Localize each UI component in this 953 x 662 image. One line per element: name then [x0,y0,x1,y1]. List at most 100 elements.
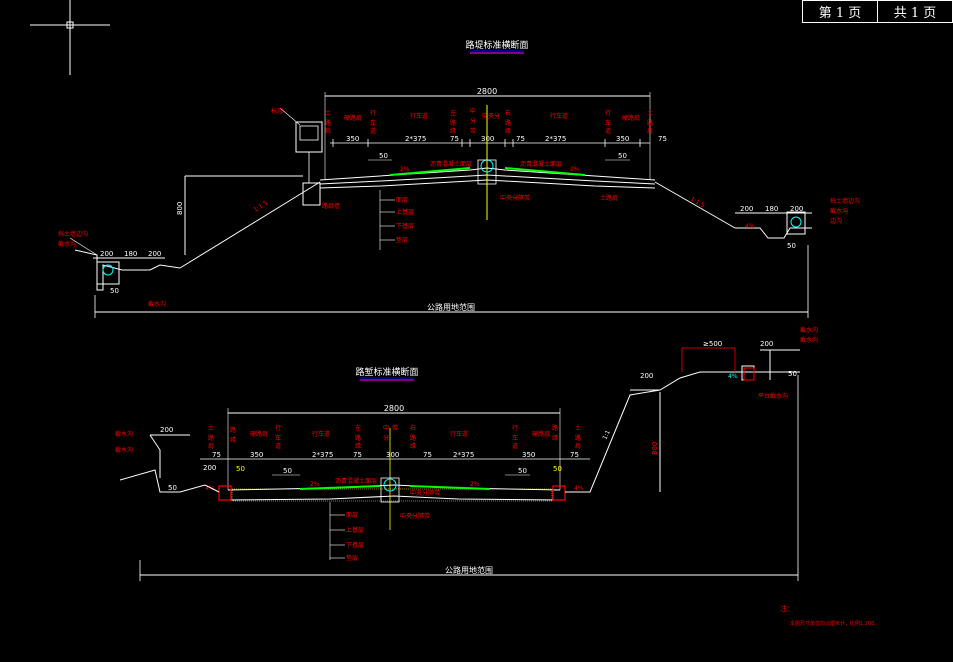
svg-text:200: 200 [640,372,653,380]
svg-text:缘: 缘 [552,434,558,442]
svg-text:车: 车 [512,434,518,442]
top-title: 路堤标准横断面 [465,39,528,51]
bottom-width-total: 2800 [384,404,404,413]
top-slope-right: 1:1.5 [689,196,706,210]
svg-text:路: 路 [450,119,456,127]
svg-text:硬路肩: 硬路肩 [344,114,362,122]
svg-text:路: 路 [410,434,416,442]
svg-text:200: 200 [160,426,173,434]
svg-text:中央分隔带: 中央分隔带 [410,489,440,497]
svg-text:200: 200 [148,250,161,258]
svg-text:肩: 肩 [647,127,653,135]
top-land-label: 公路用地范围 [427,302,475,312]
svg-text:路: 路 [230,426,236,434]
svg-text:4%: 4% [745,223,755,230]
svg-text:中央分: 中央分 [482,112,500,120]
svg-text:右: 右 [410,424,416,432]
svg-text:2*375: 2*375 [405,135,426,143]
note-line: 本图尺寸单位均以厘米计，比例1:200。 [790,620,879,627]
svg-text:行: 行 [512,424,518,432]
svg-text:50: 50 [283,467,292,475]
svg-text:行车道: 行车道 [550,112,568,120]
svg-text:200: 200 [760,340,773,348]
svg-text:车: 车 [275,434,281,442]
bottom-title: 路堑标准横断面 [355,366,418,378]
svg-text:缘: 缘 [505,127,511,135]
svg-text:缘: 缘 [355,442,361,450]
svg-text:75: 75 [212,451,221,459]
svg-text:200: 200 [740,205,753,213]
svg-text:2%: 2% [400,166,410,173]
svg-text:土: 土 [208,424,214,432]
bottom-land-label: 公路用地范围 [445,565,493,575]
svg-text:路: 路 [505,119,511,127]
svg-text:左: 左 [355,424,361,432]
svg-text:道: 道 [605,127,611,135]
svg-text:硬路肩: 硬路肩 [250,430,268,438]
svg-text:硬路肩: 硬路肩 [622,114,640,122]
svg-text:截水沟: 截水沟 [115,446,133,454]
svg-text:路: 路 [575,434,581,442]
svg-text:缘: 缘 [410,442,416,450]
svg-text:挡土墙边沟: 挡土墙边沟 [58,230,88,238]
svg-text:截水沟: 截水沟 [115,430,133,438]
svg-text:分: 分 [470,117,476,125]
svg-text:2%: 2% [570,166,580,173]
bottom-slope: 1:1 [601,429,612,441]
svg-text:2%: 2% [310,481,320,488]
bottom-section: 路堑标准横断面 2800 土路肩 路缘 硬路肩 行车道 行车道 左路缘 中分带 … [115,326,818,581]
svg-text:路肩墙: 路肩墙 [322,202,340,210]
svg-text:≥500: ≥500 [703,340,722,348]
svg-text:垫层: 垫层 [346,554,358,562]
svg-text:截水沟: 截水沟 [58,240,76,248]
svg-text:沥青混凝土面层: 沥青混凝土面层 [520,160,562,168]
svg-text:标志: 标志 [271,107,283,115]
svg-text:道: 道 [275,442,281,450]
top-red-labels: 土路肩 硬路肩 行车道 行车道 左路缘 中分带 中央分 右路缘 行车道 行车道 … [325,107,653,135]
svg-text:上基层: 上基层 [346,526,364,534]
svg-text:200: 200 [203,464,216,472]
svg-text:180: 180 [124,250,137,258]
svg-text:50: 50 [553,465,562,473]
note: 注： 本图尺寸单位均以厘米计，比例1:200。 [780,604,879,627]
crosshair-cursor-icon [30,0,110,75]
svg-text:4%: 4% [574,485,584,492]
svg-text:截水沟: 截水沟 [830,207,848,215]
svg-text:50: 50 [618,152,627,160]
page-number-box: 第 1 页 共 1 页 [802,0,953,23]
svg-text:截水沟: 截水沟 [148,300,166,308]
svg-text:350: 350 [250,451,263,459]
svg-text:行: 行 [275,424,281,432]
svg-text:垫层: 垫层 [396,236,408,244]
svg-text:左: 左 [450,109,456,117]
svg-text:缘: 缘 [230,436,236,444]
svg-text:沥青混凝土面层: 沥青混凝土面层 [430,160,472,168]
top-dims: 350 2*375 75 300 75 2*375 350 75 50 50 [346,135,667,160]
svg-text:路: 路 [208,434,214,442]
page-current: 第 1 页 [818,6,862,21]
svg-text:肩: 肩 [325,127,331,135]
svg-text:300: 300 [481,135,494,143]
svg-text:土: 土 [647,109,653,117]
svg-text:行: 行 [605,109,611,117]
top-left-ditch [74,249,181,291]
svg-text:4%: 4% [728,373,738,380]
svg-text:截水沟: 截水沟 [800,326,818,334]
svg-text:350: 350 [346,135,359,143]
svg-text:车: 车 [605,119,611,127]
svg-text:硬路肩: 硬路肩 [532,430,550,438]
svg-text:道: 道 [370,127,376,135]
svg-text:边沟: 边沟 [830,217,842,225]
svg-text:车: 车 [370,119,376,127]
svg-text:分: 分 [383,434,389,442]
svg-text:2*375: 2*375 [453,451,474,459]
svg-text:中: 中 [383,424,389,432]
svg-text:2*375: 2*375 [545,135,566,143]
svg-text:沥青混凝土面层: 沥青混凝土面层 [335,477,377,485]
top-width-total: 2800 [477,87,497,96]
svg-text:土: 土 [575,424,581,432]
svg-text:土: 土 [325,109,331,117]
svg-text:上基层: 上基层 [396,208,414,216]
svg-text:50: 50 [236,465,245,473]
